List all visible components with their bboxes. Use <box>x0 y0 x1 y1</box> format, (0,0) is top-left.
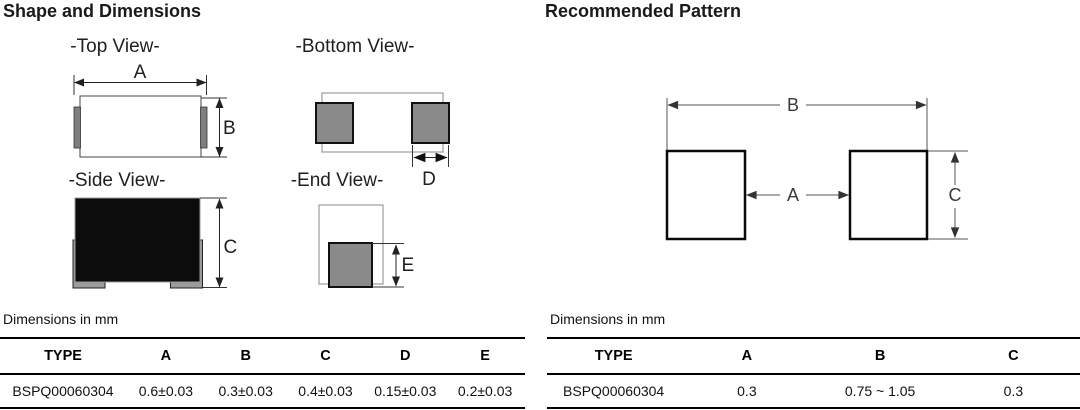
pattern-dimensions-table: TYPE A B C BSPQ00060304 0.3 0.75 ~ 1.05 … <box>547 337 1080 409</box>
top-view-left-terminal <box>73 106 81 149</box>
shape-table-data-row: BSPQ00060304 0.6±0.03 0.3±0.03 0.4±0.03 … <box>0 374 525 408</box>
pattern-right-pad <box>848 149 929 241</box>
shape-dimensions-table: TYPE A B C D E BSPQ00060304 0.6±0.03 0.3… <box>0 337 525 409</box>
shape-header-d: D <box>365 338 446 375</box>
shape-diagram: -Top View- A B -Bottom View- D -Side Vie… <box>69 36 450 289</box>
shape-cell-d: 0.15±0.03 <box>374 383 437 399</box>
bottom-view: -Bottom View- D <box>296 36 450 190</box>
pattern-section-title: Recommended Pattern <box>545 1 742 21</box>
pattern-dim-b-label: B <box>787 95 799 115</box>
top-view-right-terminal <box>200 106 208 149</box>
bottom-view-right-pad <box>411 102 450 144</box>
pattern-cell-c: 0.3 <box>1003 383 1024 399</box>
bottom-view-left-pad <box>315 102 354 144</box>
shape-cell-b: 0.3±0.03 <box>218 383 273 399</box>
dim-c-label: C <box>224 237 238 258</box>
pattern-cell-type: BSPQ00060304 <box>563 383 665 399</box>
pattern-left-pad <box>665 149 747 241</box>
top-view: -Top View- A B <box>70 36 236 158</box>
pattern-dim-c-label: C <box>949 185 962 205</box>
dim-d-label: D <box>422 169 436 190</box>
pattern-table-note: Dimensions in mm <box>550 311 666 327</box>
end-view: -End View- E <box>291 170 415 288</box>
side-view: -Side View- C <box>69 170 238 289</box>
pattern-dim-a-label: A <box>787 185 799 205</box>
pattern-cell-b: 0.75 ~ 1.05 <box>844 383 916 399</box>
dim-e-label: E <box>402 255 415 276</box>
bottom-view-label: -Bottom View- <box>296 36 415 57</box>
pattern-table-section: Dimensions in mm TYPE A B C BSPQ00060304… <box>547 311 1080 409</box>
shape-header-b: B <box>205 338 286 375</box>
pattern-header-b: B <box>813 338 947 375</box>
shape-section-title: Shape and Dimensions <box>3 1 202 21</box>
pattern-cell-a: 0.3 <box>737 383 757 399</box>
side-view-body <box>74 197 201 283</box>
pattern-header-a: A <box>680 338 814 375</box>
end-view-label: -End View- <box>291 170 384 191</box>
shape-cell-type: BSPQ00060304 <box>12 383 114 399</box>
pattern-table-data-row: BSPQ00060304 0.3 0.75 ~ 1.05 0.3 <box>547 374 1080 408</box>
pattern-table-header-row: TYPE A B C <box>547 338 1080 375</box>
shape-table-section: Dimensions in mm TYPE A B C D E BSPQ0006… <box>0 311 525 409</box>
shape-cell-e: 0.2±0.03 <box>457 383 513 399</box>
side-view-label: -Side View- <box>69 170 166 191</box>
shape-header-type: TYPE <box>0 338 126 375</box>
dim-b-label: B <box>223 118 236 139</box>
shape-table-note: Dimensions in mm <box>3 311 119 327</box>
shape-cell-c: 0.4±0.03 <box>298 383 353 399</box>
top-view-body <box>79 95 202 158</box>
shape-header-c: C <box>285 338 366 375</box>
shape-header-e: E <box>445 338 525 375</box>
pattern-header-type: TYPE <box>547 338 681 375</box>
pattern-view: B A C <box>665 95 968 241</box>
shape-cell-a: 0.6±0.03 <box>138 383 194 399</box>
shape-table-header-row: TYPE A B C D E <box>0 338 525 375</box>
top-view-label: -Top View- <box>70 36 159 57</box>
end-view-pad <box>328 242 373 288</box>
pattern-diagram: B A C <box>665 95 968 241</box>
dim-a-label: A <box>134 62 147 83</box>
pattern-header-c: C <box>946 338 1080 375</box>
shape-header-a: A <box>126 338 206 375</box>
